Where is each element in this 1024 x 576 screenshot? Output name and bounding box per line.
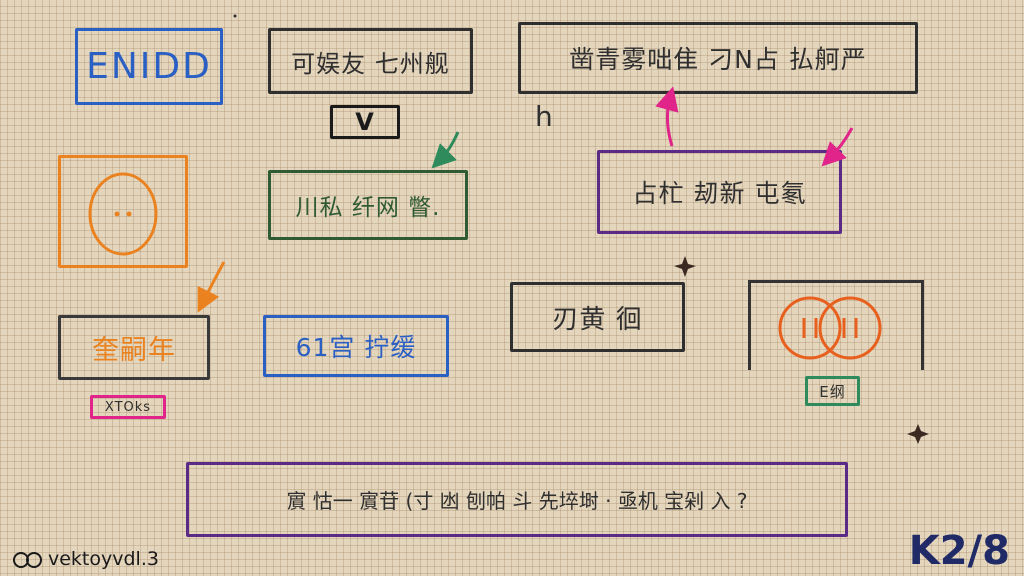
dot-mark — [233, 14, 237, 18]
circles-label-text: E纲 — [819, 382, 846, 401]
v-text: V — [355, 108, 375, 136]
title-text: ENIDD — [86, 46, 212, 87]
purple-mid-text: 占杧 刼新 屯氡 — [632, 179, 807, 208]
blue-mid-text: 61宫 拧缓 — [295, 333, 417, 362]
header-box: 可娱友 七州舰 — [268, 28, 473, 94]
face-icon — [88, 172, 158, 256]
watermark: vektoyvdl.3 — [12, 548, 159, 570]
center-box: 刃黄 徊 — [510, 282, 685, 352]
face-box — [58, 155, 188, 268]
top-right-text: 凿青雾咄隹 刁N占 払舸严 — [569, 45, 867, 74]
face-label-text: 奎嗣年 — [92, 335, 176, 366]
magenta-arrow-down — [821, 127, 854, 167]
watermark-text: vektoyvdl.3 — [48, 548, 159, 570]
green-box: 川私 纤网 瞥. — [268, 170, 468, 240]
magenta-arrow-up — [655, 86, 679, 147]
logo-icon — [13, 552, 42, 568]
green-arrow — [431, 131, 460, 169]
center-text: 刃黄 徊 — [552, 304, 643, 335]
bottom-text: 賔 怙一 賔苷 (寸 凼 刨帕 斗 先埣埘 · 亟机 宝剁 入 ? — [286, 489, 748, 513]
face-label-box: 奎嗣年 — [58, 315, 210, 380]
v-box: V — [330, 105, 400, 139]
h-mark: h — [535, 100, 553, 133]
bottom-box: 賔 怙一 賔苷 (寸 凼 刨帕 斗 先埣埘 · 亟机 宝剁 入 ? — [186, 462, 848, 537]
green-text: 川私 纤网 瞥. — [295, 195, 441, 221]
top-right-box: 凿青雾咄隹 刁N占 払舸严 — [518, 22, 918, 94]
page-indicator: K2/8 — [908, 528, 1010, 574]
small-pink-box: XTOks — [90, 395, 166, 419]
small-pink-text: XTOks — [104, 399, 152, 415]
purple-mid-box: 占杧 刼新 屯氡 — [597, 150, 842, 234]
sparkle-icon-2 — [907, 424, 929, 444]
circles-frame — [748, 280, 924, 370]
sparkle-icon-1 — [674, 256, 696, 277]
header-text: 可娱友 七州舰 — [291, 49, 450, 78]
blue-mid-box: 61宫 拧缓 — [263, 315, 449, 377]
orange-arrow — [197, 261, 226, 313]
title-box: ENIDD — [75, 28, 223, 105]
circles-label-box: E纲 — [805, 376, 860, 406]
overlap-circles-icon — [778, 296, 882, 360]
